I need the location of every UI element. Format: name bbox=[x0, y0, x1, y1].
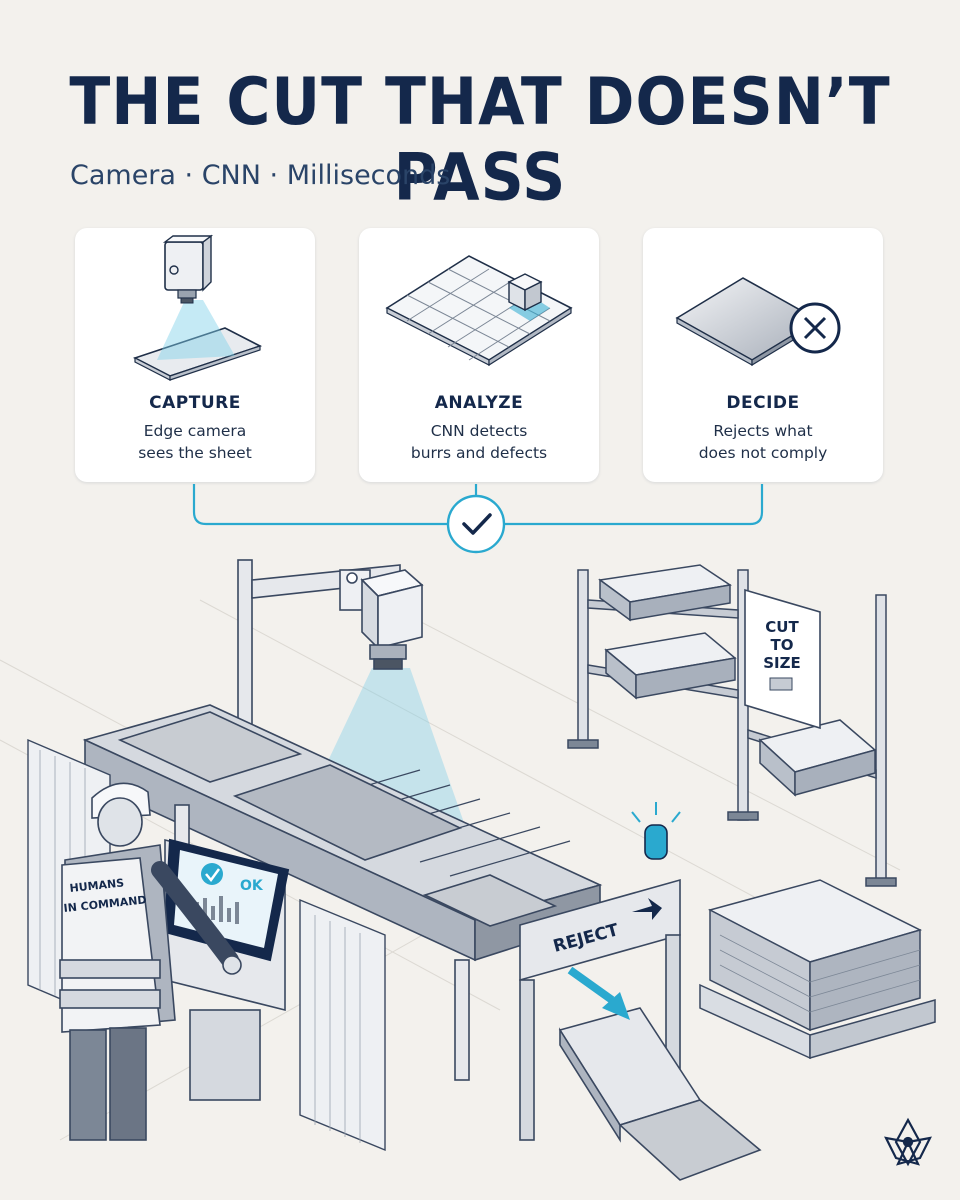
page-title: THE CUT THAT DOESN’T PASS bbox=[69, 64, 891, 216]
step-card-decide: DECIDE Rejects what does not comply bbox=[643, 228, 883, 482]
step-desc-capture-line2: sees the sheet bbox=[138, 444, 252, 462]
check-icon bbox=[201, 863, 223, 885]
reject-arrow-icon bbox=[567, 966, 615, 1004]
factory-scene-illustration: CUT TO SIZE bbox=[0, 559, 936, 1181]
pallet-stack bbox=[699, 879, 936, 1060]
step-desc-decide-line2: does not comply bbox=[698, 444, 828, 462]
step-card-capture: CAPTURE Edge camera sees the sheet bbox=[75, 228, 315, 482]
arrow-right-icon bbox=[632, 898, 662, 920]
step-desc-decide-line1: Rejects what bbox=[713, 422, 813, 440]
svg-text:TO: TO bbox=[771, 636, 794, 654]
warning-beacon-icon bbox=[644, 824, 668, 860]
svg-text:CUT: CUT bbox=[765, 618, 799, 636]
step-title-capture: CAPTURE bbox=[149, 393, 241, 413]
reject-station bbox=[519, 878, 762, 1181]
vest-label-line1: HUMANS bbox=[69, 876, 125, 895]
step-title-decide: DECIDE bbox=[726, 393, 800, 413]
page-subtitle: Camera · CNN · Milliseconds bbox=[70, 160, 451, 191]
step-desc-analyze-line1: CNN detects bbox=[430, 422, 528, 440]
camera-gantry bbox=[237, 559, 401, 761]
steps-connector bbox=[192, 484, 764, 554]
storage-rack bbox=[567, 564, 897, 887]
screen-status-label: OK bbox=[240, 878, 264, 894]
worker-figure bbox=[59, 782, 242, 1141]
cut-to-size-sign: CUT TO SIZE bbox=[744, 588, 821, 730]
reject-x-icon bbox=[675, 277, 841, 367]
brand-logo-icon bbox=[884, 1117, 932, 1167]
step-title-analyze: ANALYZE bbox=[434, 393, 524, 413]
step-desc-capture-line1: Edge camera bbox=[143, 422, 247, 440]
beacon-rays bbox=[631, 802, 681, 823]
svg-text:SIZE: SIZE bbox=[763, 654, 801, 672]
camera-over-sheet-icon bbox=[132, 234, 263, 381]
inspection-camera-icon bbox=[360, 569, 424, 670]
grid-analysis-icon bbox=[385, 255, 573, 367]
step-desc-analyze-line2: burrs and defects bbox=[410, 444, 548, 462]
step-card-analyze: ANALYZE CNN detects burrs and defects bbox=[359, 228, 599, 482]
check-icon bbox=[446, 494, 506, 554]
